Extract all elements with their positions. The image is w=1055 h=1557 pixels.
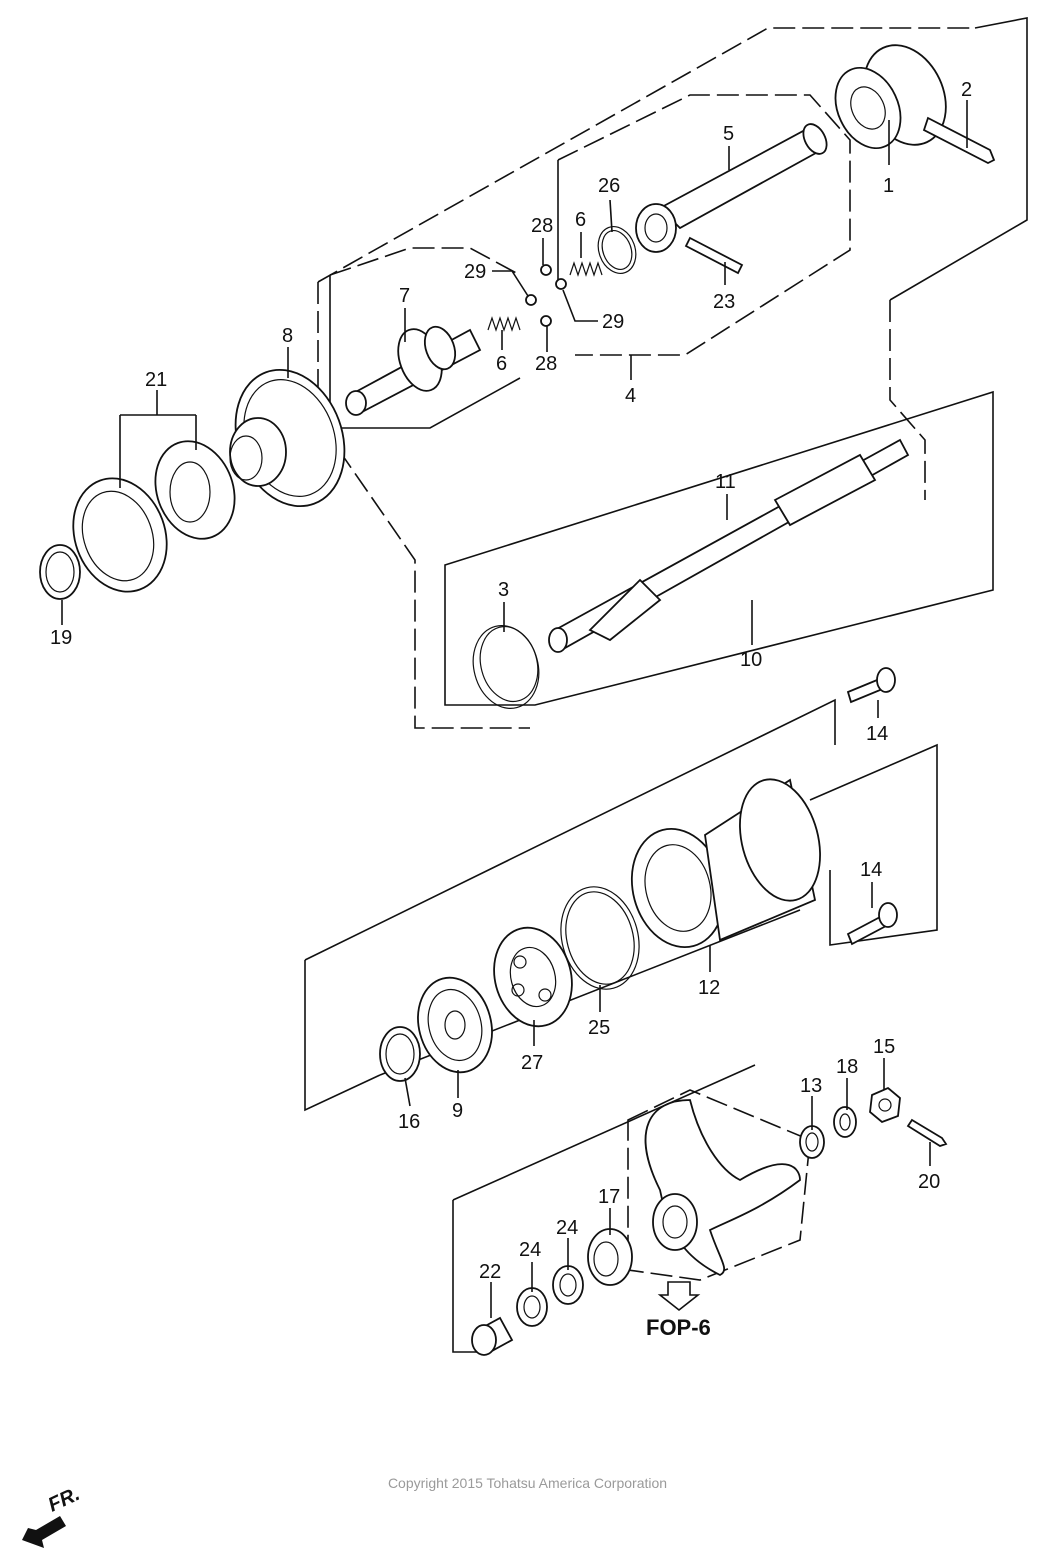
clutch-spring-ring-part — [472, 624, 540, 710]
label-28-lower: 28 — [535, 353, 557, 375]
label-15: 15 — [873, 1036, 895, 1058]
label-25: 25 — [588, 1017, 610, 1039]
label-3: 3 — [498, 579, 509, 601]
label-21: 21 — [145, 369, 167, 391]
label-22: 22 — [479, 1261, 501, 1283]
ball-bearing-part — [493, 926, 573, 1028]
group-outline-clutch — [329, 247, 521, 429]
label-7: 7 — [399, 285, 410, 307]
label-2: 2 — [961, 79, 972, 101]
label-18: 18 — [836, 1056, 858, 1078]
label-26: 26 — [598, 175, 620, 197]
spring-clip-part — [597, 226, 637, 274]
label-14-upper: 14 — [866, 723, 888, 745]
shim-19-part — [39, 544, 81, 600]
label-20: 20 — [918, 1171, 940, 1193]
bearing-housing-part — [630, 778, 821, 949]
taper-roller-bearing-part — [72, 440, 236, 593]
propeller-part — [644, 1099, 801, 1277]
needle-bearing-part — [471, 1316, 514, 1356]
fop-reference[interactable]: FOP-6 — [646, 1281, 711, 1340]
pin-23-part — [684, 236, 744, 275]
leader-lines — [61, 100, 968, 1318]
label-27: 27 — [521, 1052, 543, 1074]
pin-part — [922, 116, 996, 165]
label-11: 11 — [715, 471, 736, 493]
label-17: 17 — [598, 1186, 620, 1208]
front-direction-indicator: FR. — [22, 1483, 83, 1548]
spacer-13-part — [799, 1125, 825, 1159]
thrust-holder-part — [587, 1228, 633, 1286]
group-outline-bearing-housing — [304, 698, 938, 1112]
group-outline-upper — [317, 17, 1028, 729]
copyright-notice: Copyright 2015 Tohatsu America Corporati… — [387, 1475, 668, 1491]
bolt-14-upper-part — [846, 667, 896, 704]
label-23: 23 — [713, 291, 735, 313]
spacer-24-upper-part — [552, 1265, 584, 1305]
label-9: 9 — [452, 1100, 463, 1122]
label-8: 8 — [282, 325, 293, 347]
bolt-14-lower-part — [846, 902, 898, 946]
spring-part-upper — [569, 261, 603, 277]
steel-ball-parts — [525, 264, 567, 327]
part-labels: 1 2 3 4 5 6 6 7 8 9 10 11 12 13 14 14 15… — [50, 79, 972, 1283]
forward-gear-part — [417, 976, 493, 1074]
spring-part-lower — [487, 316, 521, 332]
shift-rod-part — [635, 123, 828, 253]
clutch-dog-part — [834, 44, 947, 150]
label-16: 16 — [398, 1111, 420, 1133]
label-10: 10 — [740, 649, 762, 671]
label-14-lower: 14 — [860, 859, 882, 881]
label-24-upper: 24 — [556, 1217, 578, 1239]
label-6-lower: 6 — [496, 353, 507, 375]
spacer-24-lower-part — [516, 1287, 548, 1327]
label-4: 4 — [625, 385, 636, 407]
o-ring-part — [560, 886, 640, 990]
label-6-upper: 6 — [575, 209, 586, 231]
front-arrow-icon — [22, 1516, 66, 1548]
reverse-gear-part — [229, 368, 346, 508]
label-12: 12 — [698, 977, 720, 999]
cotter-pin-part — [906, 1118, 948, 1147]
label-24-lower: 24 — [519, 1239, 541, 1261]
label-19: 19 — [50, 627, 72, 649]
plunger-shaft-part — [345, 325, 482, 416]
fop-reference-label[interactable]: FOP-6 — [646, 1315, 711, 1340]
group-outline-propshaft — [444, 390, 994, 706]
shim-16-part — [379, 1026, 421, 1082]
propeller-shaft-part — [548, 438, 910, 653]
group-outline-shift-rod — [557, 94, 851, 356]
label-28-upper: 28 — [531, 215, 553, 237]
propeller-nut-part — [869, 1086, 901, 1124]
label-29-lower: 29 — [602, 311, 624, 333]
label-13: 13 — [800, 1075, 822, 1097]
label-5: 5 — [723, 123, 734, 145]
label-1: 1 — [883, 175, 894, 197]
label-29-upper: 29 — [464, 261, 486, 283]
down-arrow-icon — [657, 1281, 701, 1312]
washer-18-part — [833, 1106, 857, 1138]
